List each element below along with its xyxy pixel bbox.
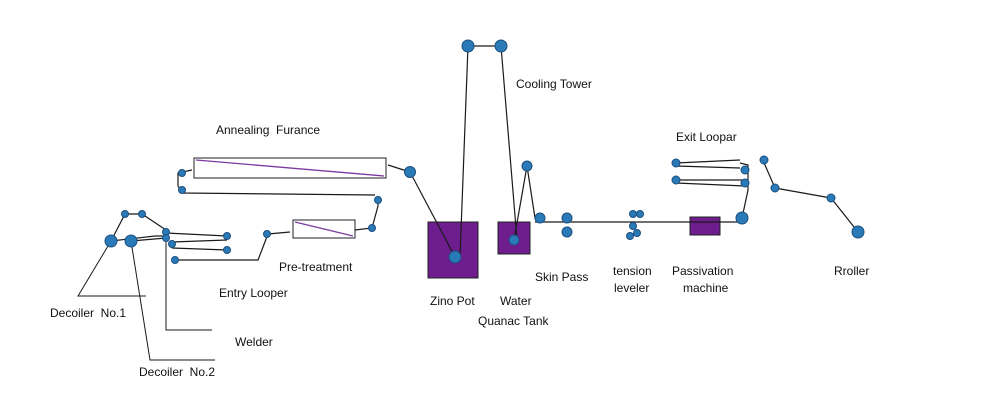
label-passivation-1: Passivation	[672, 264, 733, 278]
label-pre-treatment: Pre-treatment	[279, 260, 353, 274]
furnace-exit-roll	[404, 166, 416, 178]
skin-pass-roll-top	[561, 212, 573, 224]
annealing-furnace	[193, 157, 387, 179]
zinc-pot	[427, 221, 479, 279]
label-tension-leveler-1: tension	[613, 264, 652, 278]
label-skin-pass: Skin Pass	[535, 270, 588, 284]
label-decoiler-1: Decoiler No.1	[50, 306, 126, 320]
label-exit-looper: Exit Loopar	[676, 130, 737, 144]
label-welder: Welder	[235, 335, 273, 349]
decoiler-2-roll	[124, 234, 138, 248]
label-passivation-2: machine	[683, 281, 729, 295]
tension-leveler-roll	[629, 210, 637, 218]
strip-path	[110, 45, 859, 261]
pre-treatment-unit	[292, 219, 356, 239]
skin-pass-roll-bottom	[561, 226, 573, 238]
zinc-pot-sink-roll	[448, 250, 462, 264]
label-entry-looper: Entry Looper	[219, 286, 288, 300]
label-water-tank-2: Quanac Tank	[478, 314, 549, 328]
label-water-tank-1: Water	[500, 294, 532, 308]
label-annealing-furnace: Annealing Furance	[216, 123, 320, 137]
leader-lines	[77, 236, 215, 361]
cooling-tower-roll-left	[461, 39, 475, 53]
exit-roller	[851, 225, 865, 239]
label-tension-leveler-2: leveler	[614, 281, 649, 295]
label-zinc-pot: Zino Pot	[430, 294, 475, 308]
label-roller: Rroller	[834, 264, 869, 278]
quench-tank-roll	[508, 234, 520, 246]
cooling-tower-roll-right	[494, 39, 508, 53]
label-decoiler-2: Decoiler No.2	[139, 365, 215, 379]
decoiler-1-roll	[104, 234, 118, 248]
label-cooling-tower: Cooling Tower	[516, 77, 592, 91]
rollers	[104, 39, 865, 264]
passivation-machine	[689, 216, 721, 236]
